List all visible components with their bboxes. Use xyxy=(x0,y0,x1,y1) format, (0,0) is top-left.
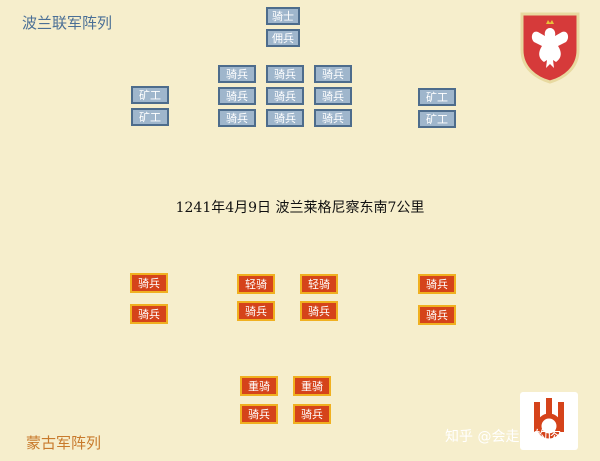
mongol-cavalry-unit: 骑兵 xyxy=(418,274,456,294)
mongol-cavalry-unit: 骑兵 xyxy=(130,304,168,324)
watermark-logo-icon xyxy=(520,392,578,450)
mongol-heavy-cavalry-unit: 重骑 xyxy=(293,376,331,396)
watermark-text: 知乎 @会走路的肉 xyxy=(445,429,562,445)
mongol-cavalry-unit: 骑兵 xyxy=(293,404,331,424)
mongol-army-title: 蒙古军阵列 xyxy=(26,434,102,452)
polish-miner-unit: 矿工 xyxy=(131,86,169,104)
polish-knight-unit: 骑士 xyxy=(266,7,300,25)
polish-cavalry-unit: 骑兵 xyxy=(314,87,352,105)
polish-cavalry-unit: 骑兵 xyxy=(314,65,352,83)
mongol-cavalry-unit: 骑兵 xyxy=(300,301,338,321)
battle-caption: 1241年4月9日 波兰莱格尼察东南7公里 xyxy=(175,200,425,216)
poland-army-title: 波兰联军阵列 xyxy=(22,14,113,32)
polish-cavalry-unit: 骑兵 xyxy=(266,87,304,105)
polish-miner-unit: 矿工 xyxy=(418,110,456,128)
mongol-cavalry-unit: 骑兵 xyxy=(130,273,168,293)
mongol-heavy-cavalry-unit: 重骑 xyxy=(240,376,278,396)
mongol-cavalry-unit: 骑兵 xyxy=(237,301,275,321)
polish-cavalry-unit: 骑兵 xyxy=(266,109,304,127)
mongol-cavalry-unit: 骑兵 xyxy=(418,305,456,325)
polish-cavalry-unit: 骑兵 xyxy=(266,65,304,83)
mongol-cavalry-unit: 骑兵 xyxy=(240,404,278,424)
polish-cavalry-unit: 骑兵 xyxy=(218,65,256,83)
mongol-light-cavalry-unit: 轻骑 xyxy=(300,274,338,294)
polish-cavalry-unit: 骑兵 xyxy=(218,109,256,127)
polish-cavalry-unit: 骑兵 xyxy=(314,109,352,127)
polish-miner-unit: 矿工 xyxy=(418,88,456,106)
polish-mercenary-unit: 佣兵 xyxy=(266,29,300,47)
polish-cavalry-unit: 骑兵 xyxy=(218,87,256,105)
polish-coat-of-arms-icon xyxy=(520,12,580,84)
polish-miner-unit: 矿工 xyxy=(131,108,169,126)
mongol-light-cavalry-unit: 轻骑 xyxy=(237,274,275,294)
